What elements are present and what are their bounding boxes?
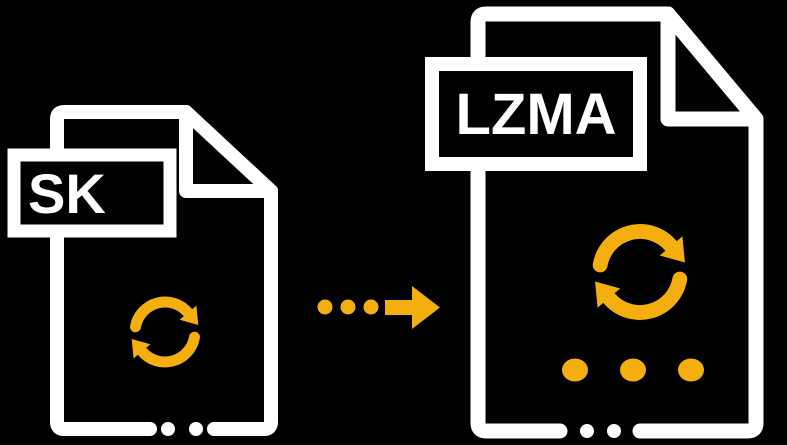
conversion-arrow: [317, 286, 440, 329]
source-file-icon: SK: [7, 105, 278, 436]
target-file-outline: [470, 6, 764, 439]
source-format-badge: [7, 148, 177, 238]
target-file-bottom-dots: [580, 424, 621, 438]
target-file-fold-icon: [660, 6, 764, 127]
target-format-badge: [425, 57, 647, 171]
source-file-fold-icon: [179, 105, 278, 198]
arrow-right-icon: [385, 286, 440, 329]
source-format-label: SK: [28, 162, 106, 225]
sync-icon: [592, 224, 688, 320]
arrow-leading-dots: [317, 299, 379, 315]
ellipsis-dots: [562, 358, 704, 382]
sync-icon: [130, 296, 200, 368]
target-file-icon: LZMA: [425, 6, 764, 439]
source-file-outline: [50, 105, 278, 436]
target-format-label: LZMA: [455, 82, 616, 147]
source-file-bottom-dots: [161, 422, 203, 436]
